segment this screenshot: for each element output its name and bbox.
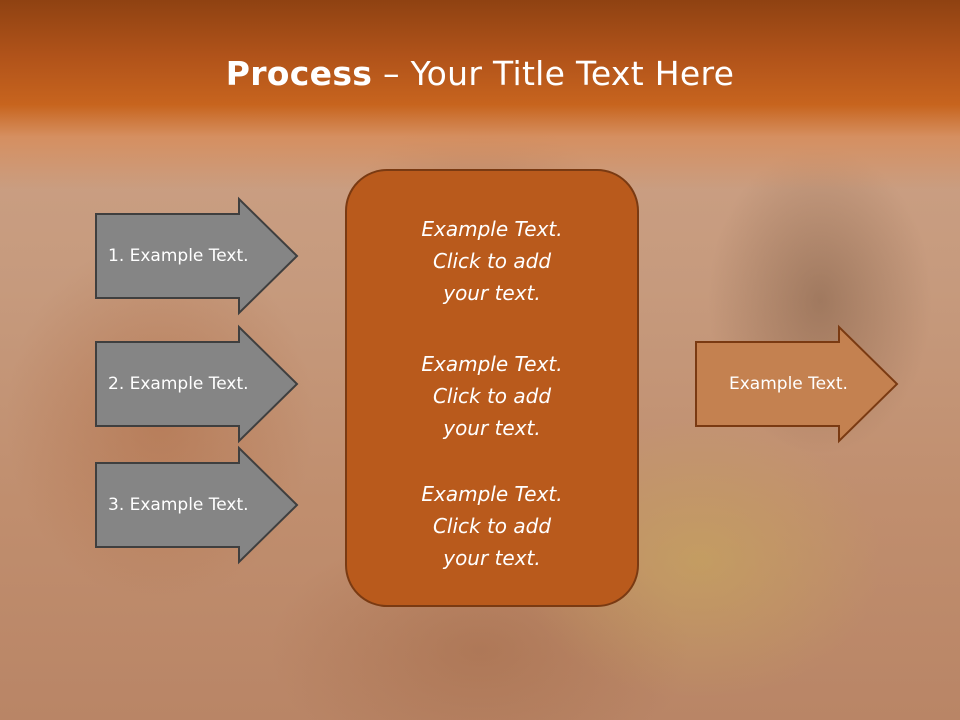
step-arrow-3[interactable] [95,445,299,565]
title-band [0,0,960,190]
step-arrow-2[interactable] [95,324,299,444]
output-arrow[interactable] [695,324,899,444]
title-rest-text: – Your Title Text Here [372,54,735,93]
step-arrow-1[interactable] [95,196,299,316]
title-bold-text: Process [225,54,373,93]
step-2-label: 2. Example Text. [108,374,249,394]
center-paragraph-3: Example Text. Click to add your text. [421,482,563,570]
output-arrow-label: Example Text. [729,374,848,394]
center-paragraph-1: Example Text. Click to add your text. [421,217,563,305]
step-3-label: 3. Example Text. [108,495,249,515]
center-paragraph-2: Example Text. Click to add your text. [421,352,563,440]
center-text-box[interactable] [345,169,639,607]
slide-title[interactable]: Process – Your Title Text Here [0,52,960,96]
step-1-label: 1. Example Text. [108,246,249,266]
